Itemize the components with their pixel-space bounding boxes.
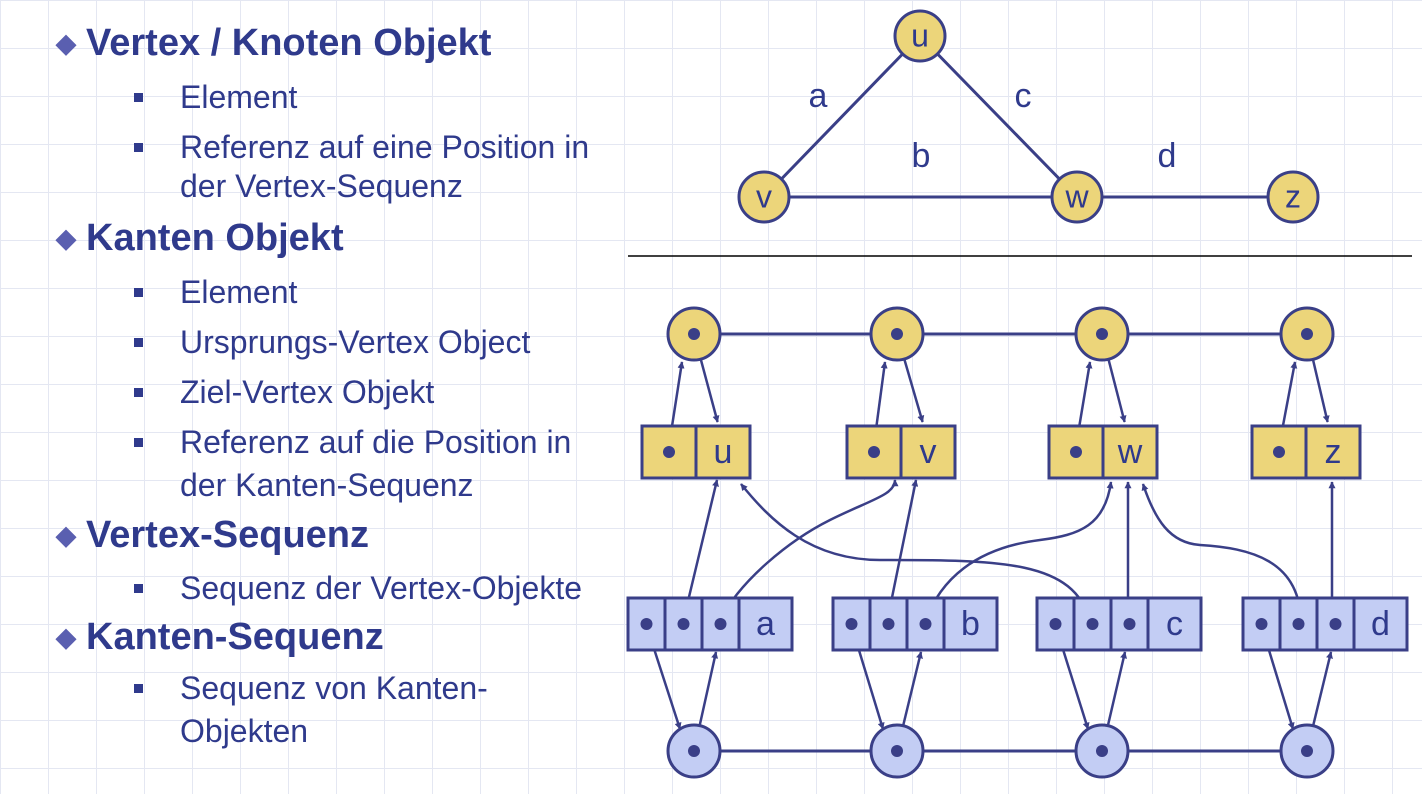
edge-object-pointer-dot [1123, 618, 1136, 630]
edge-object-box-a [626, 596, 794, 652]
edge-object-element-label: a [756, 605, 775, 643]
edge-object-box-c [1035, 596, 1203, 652]
vertex-object-element-label: w [1117, 433, 1143, 471]
vertex-object-pointer-dot [1070, 446, 1082, 458]
bullet-heading-vertex-sequence: ◆Vertex-Sequenz [56, 514, 369, 556]
edge-object-pointer-dot [1255, 618, 1268, 630]
edge-object-box-b [831, 596, 999, 652]
diamond-bullet-icon: ◆ [56, 622, 76, 652]
vertex-object-element-label: v [920, 433, 937, 471]
edge-object-pointer-dot [640, 618, 653, 630]
graph-edge-a [762, 34, 922, 199]
diamond-bullet-icon: ◆ [56, 520, 76, 550]
edge-c-origin-arrow [740, 483, 1092, 623]
vertex-object-pointer-dot [868, 446, 880, 458]
edge-object-pointer-dot [1049, 618, 1062, 630]
square-bullet-icon [134, 338, 143, 347]
graph-edge-label: b [912, 137, 931, 175]
edge-position-pointer-dot [1301, 745, 1313, 757]
graph-vertex-label: w [1064, 178, 1089, 214]
graph-edge-label: c [1015, 77, 1032, 115]
edge-object-pointer-dot [1292, 618, 1305, 630]
square-bullet-icon [134, 143, 143, 152]
vertex-position-pointer-dot [1096, 328, 1108, 340]
vertex-position-pointer-dot [1301, 328, 1313, 340]
graph-vertex-label: u [911, 17, 929, 53]
vertex-position-pointer-dot [891, 328, 903, 340]
diamond-bullet-icon: ◆ [56, 223, 76, 253]
edge-position-pointer-dot [891, 745, 903, 757]
edge-object-pointer-dot [882, 618, 895, 630]
edge-d-origin-arrow [1141, 483, 1303, 623]
edge-object-pointer-dot [1329, 618, 1342, 630]
square-bullet-icon [134, 288, 143, 297]
edge-position-pointer-dot [688, 745, 700, 757]
edge-position-pointer-dot [1096, 745, 1108, 757]
edge-object-element-label: b [961, 605, 980, 643]
vertex-object-element-label: z [1325, 433, 1342, 471]
bullet-list: ◆Vertex / Knoten Objekt Element Referenz… [56, 22, 590, 749]
bullet-heading-vertex-object: ◆Vertex / Knoten Objekt [56, 22, 492, 64]
graph-vertex-label: v [756, 178, 772, 214]
vertex-object-element-label: u [714, 433, 733, 471]
vertex-position-pointer-dot [688, 328, 700, 340]
vertex-object-pointer-dot [663, 446, 675, 458]
edge-object-pointer-dot [845, 618, 858, 630]
diamond-bullet-icon: ◆ [56, 28, 76, 58]
bullet-heading-edge-object: ◆Kanten Objekt [56, 217, 344, 259]
square-bullet-icon [134, 684, 143, 693]
graph-vertex-u [893, 9, 947, 63]
graph-vertex-z [1266, 170, 1320, 224]
graph-edge-label: d [1158, 137, 1177, 175]
edge-a-destination-arrow [717, 479, 899, 623]
graph-drawing: a b c d u v w z [737, 9, 1320, 224]
graph-vertex-label: z [1285, 178, 1301, 214]
square-bullet-icon [134, 93, 143, 102]
data-structure-drawing: u v w z a b c d [626, 306, 1409, 779]
square-bullet-icon [134, 438, 143, 447]
graph-edge-c [918, 34, 1079, 199]
edge-object-element-label: d [1371, 605, 1390, 643]
square-bullet-icon [134, 388, 143, 397]
graph-vertex-w [1050, 170, 1104, 224]
graph-edge-label: a [809, 77, 828, 115]
vertex-object-pointer-dot [1273, 446, 1285, 458]
edge-object-element-label: c [1166, 605, 1183, 643]
edge-object-box-d [1241, 596, 1409, 652]
edge-object-pointer-dot [919, 618, 932, 630]
edge-object-pointer-dot [714, 618, 727, 630]
edge-object-pointer-dot [677, 618, 690, 630]
square-bullet-icon [134, 584, 143, 593]
edge-object-pointer-dot [1086, 618, 1099, 630]
graph-vertex-v [737, 170, 791, 224]
edge-b-destination-arrow [923, 481, 1114, 623]
bullet-heading-edge-sequence: ◆Kanten-Sequenz [56, 616, 384, 658]
